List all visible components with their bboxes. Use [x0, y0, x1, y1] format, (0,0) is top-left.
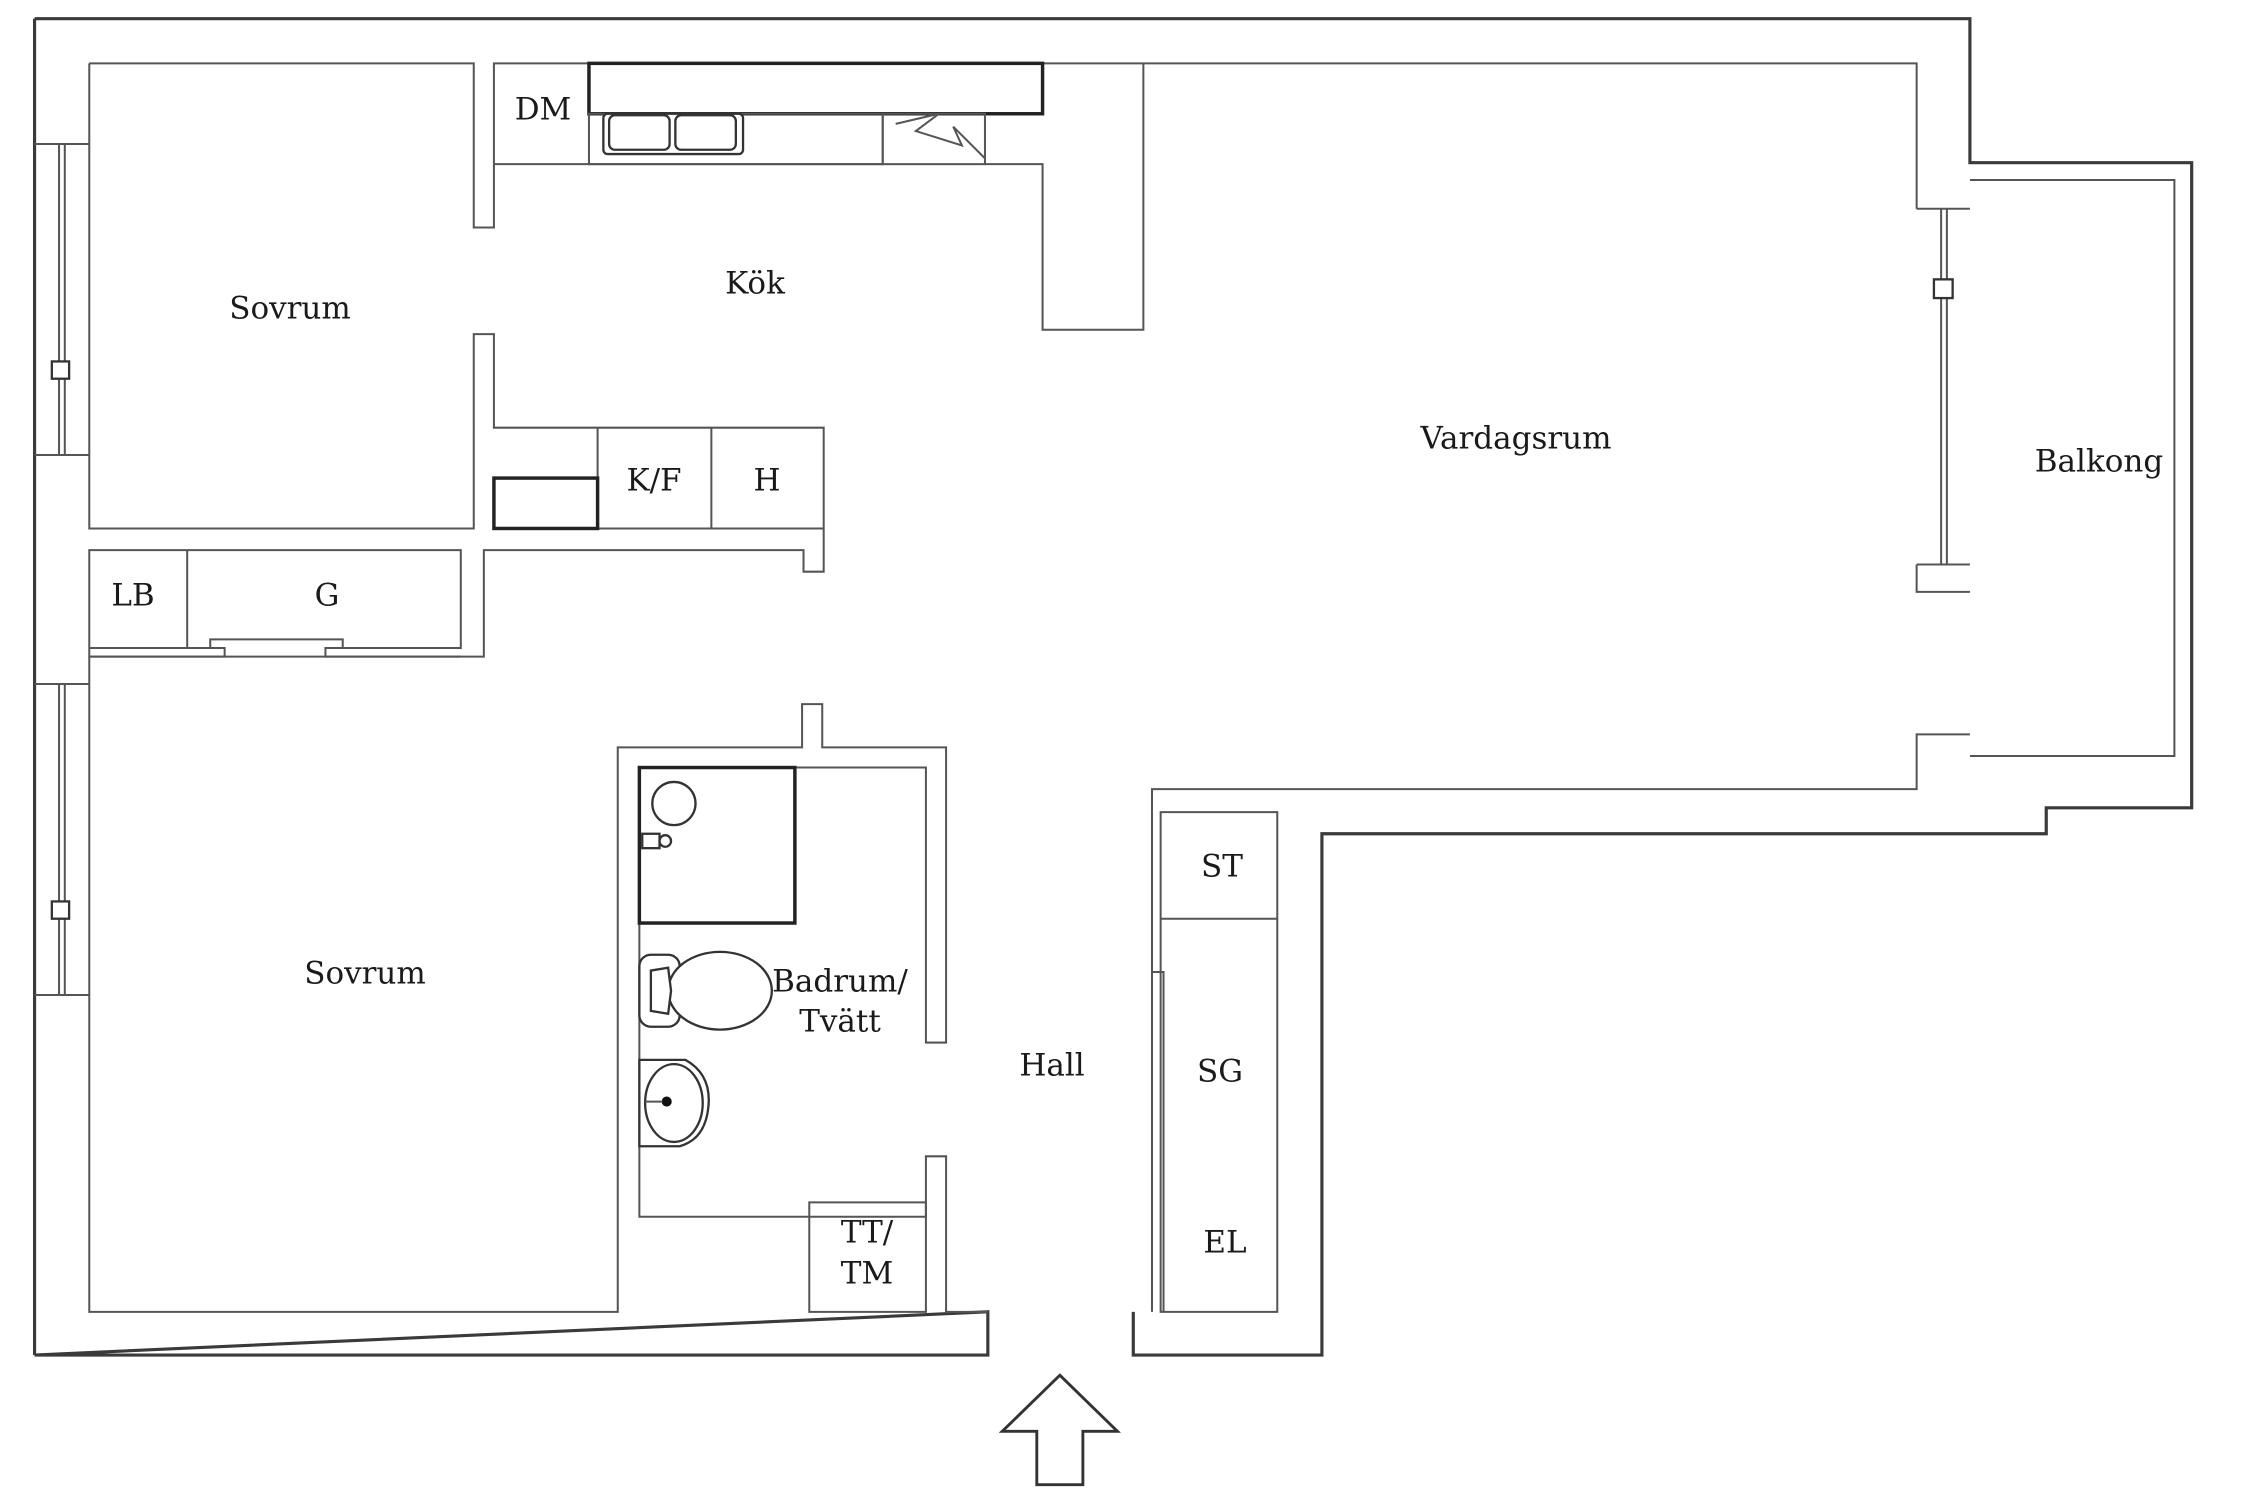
- label-sovrum-bottom: Sovrum: [304, 956, 426, 992]
- window-balcony: [1916, 207, 1970, 566]
- label-badrum-line1: Badrum/: [772, 964, 908, 1000]
- label-lb: LB: [111, 578, 154, 614]
- label-tt-line1: TT/: [841, 1215, 894, 1251]
- washbasin-icon: [638, 1058, 710, 1148]
- window-left-bottom: [34, 682, 90, 997]
- window-left-top: [34, 142, 90, 457]
- label-tt-line2: TM: [841, 1256, 893, 1292]
- balcony-outline: [1969, 178, 2176, 758]
- label-h: H: [753, 463, 780, 499]
- entrance-arrow-icon: [998, 1373, 1121, 1487]
- label-kok: Kök: [725, 266, 785, 302]
- labels-layer: Kök Vardagsrum Balkong Sovrum Hall Badru…: [111, 92, 2163, 1292]
- label-kf: K/F: [626, 463, 681, 499]
- shower-icon: [637, 765, 797, 925]
- label-sovrum-top-main: Sovrum: [229, 291, 351, 327]
- sink-icon: [602, 112, 745, 156]
- label-balkong: Balkong: [2035, 444, 2163, 480]
- kitchen-counter: [587, 61, 1045, 166]
- label-st: ST: [1201, 849, 1243, 885]
- label-vardagsrum: Vardagsrum: [1419, 421, 1611, 457]
- label-sg: SG: [1197, 1054, 1243, 1090]
- label-hall: Hall: [1019, 1048, 1084, 1084]
- stove-icon: [895, 112, 986, 160]
- interior-walls: [88, 62, 1970, 1313]
- label-badrum-line2: Tvätt: [799, 1004, 881, 1040]
- fridge-block: [492, 476, 600, 531]
- toilet-icon: [638, 950, 773, 1031]
- label-el: EL: [1203, 1225, 1246, 1261]
- label-g: G: [315, 578, 340, 614]
- label-dm: DM: [515, 92, 572, 128]
- exterior-walls: [32, 17, 2194, 1357]
